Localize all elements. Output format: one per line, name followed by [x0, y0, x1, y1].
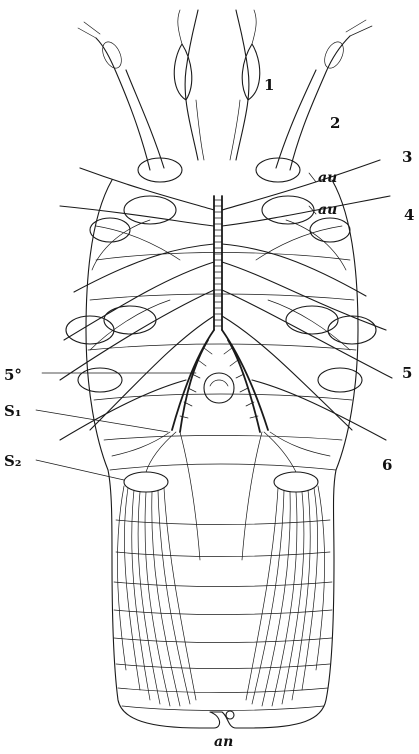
limb-bases [66, 158, 376, 392]
label-3: 3 [402, 148, 412, 166]
leader-lines [36, 173, 316, 480]
label-an: an [214, 734, 233, 750]
antennae [174, 10, 260, 160]
label-s5: 5° [4, 366, 22, 384]
label-2: 2 [330, 114, 340, 132]
label-au-upper: au [318, 170, 337, 186]
label-4: 4 [404, 206, 414, 224]
label-au-lower: au [318, 202, 337, 218]
label-5: 5 [402, 364, 412, 382]
label-1: 1 [264, 76, 274, 94]
nerve-cord [172, 196, 268, 432]
terminal-ganglia [112, 432, 330, 706]
label-6: 6 [382, 456, 392, 474]
label-s1: S₁ [4, 402, 21, 420]
second-antennae [78, 20, 372, 170]
anus-marker [226, 711, 234, 719]
label-s2: S₂ [4, 452, 21, 470]
